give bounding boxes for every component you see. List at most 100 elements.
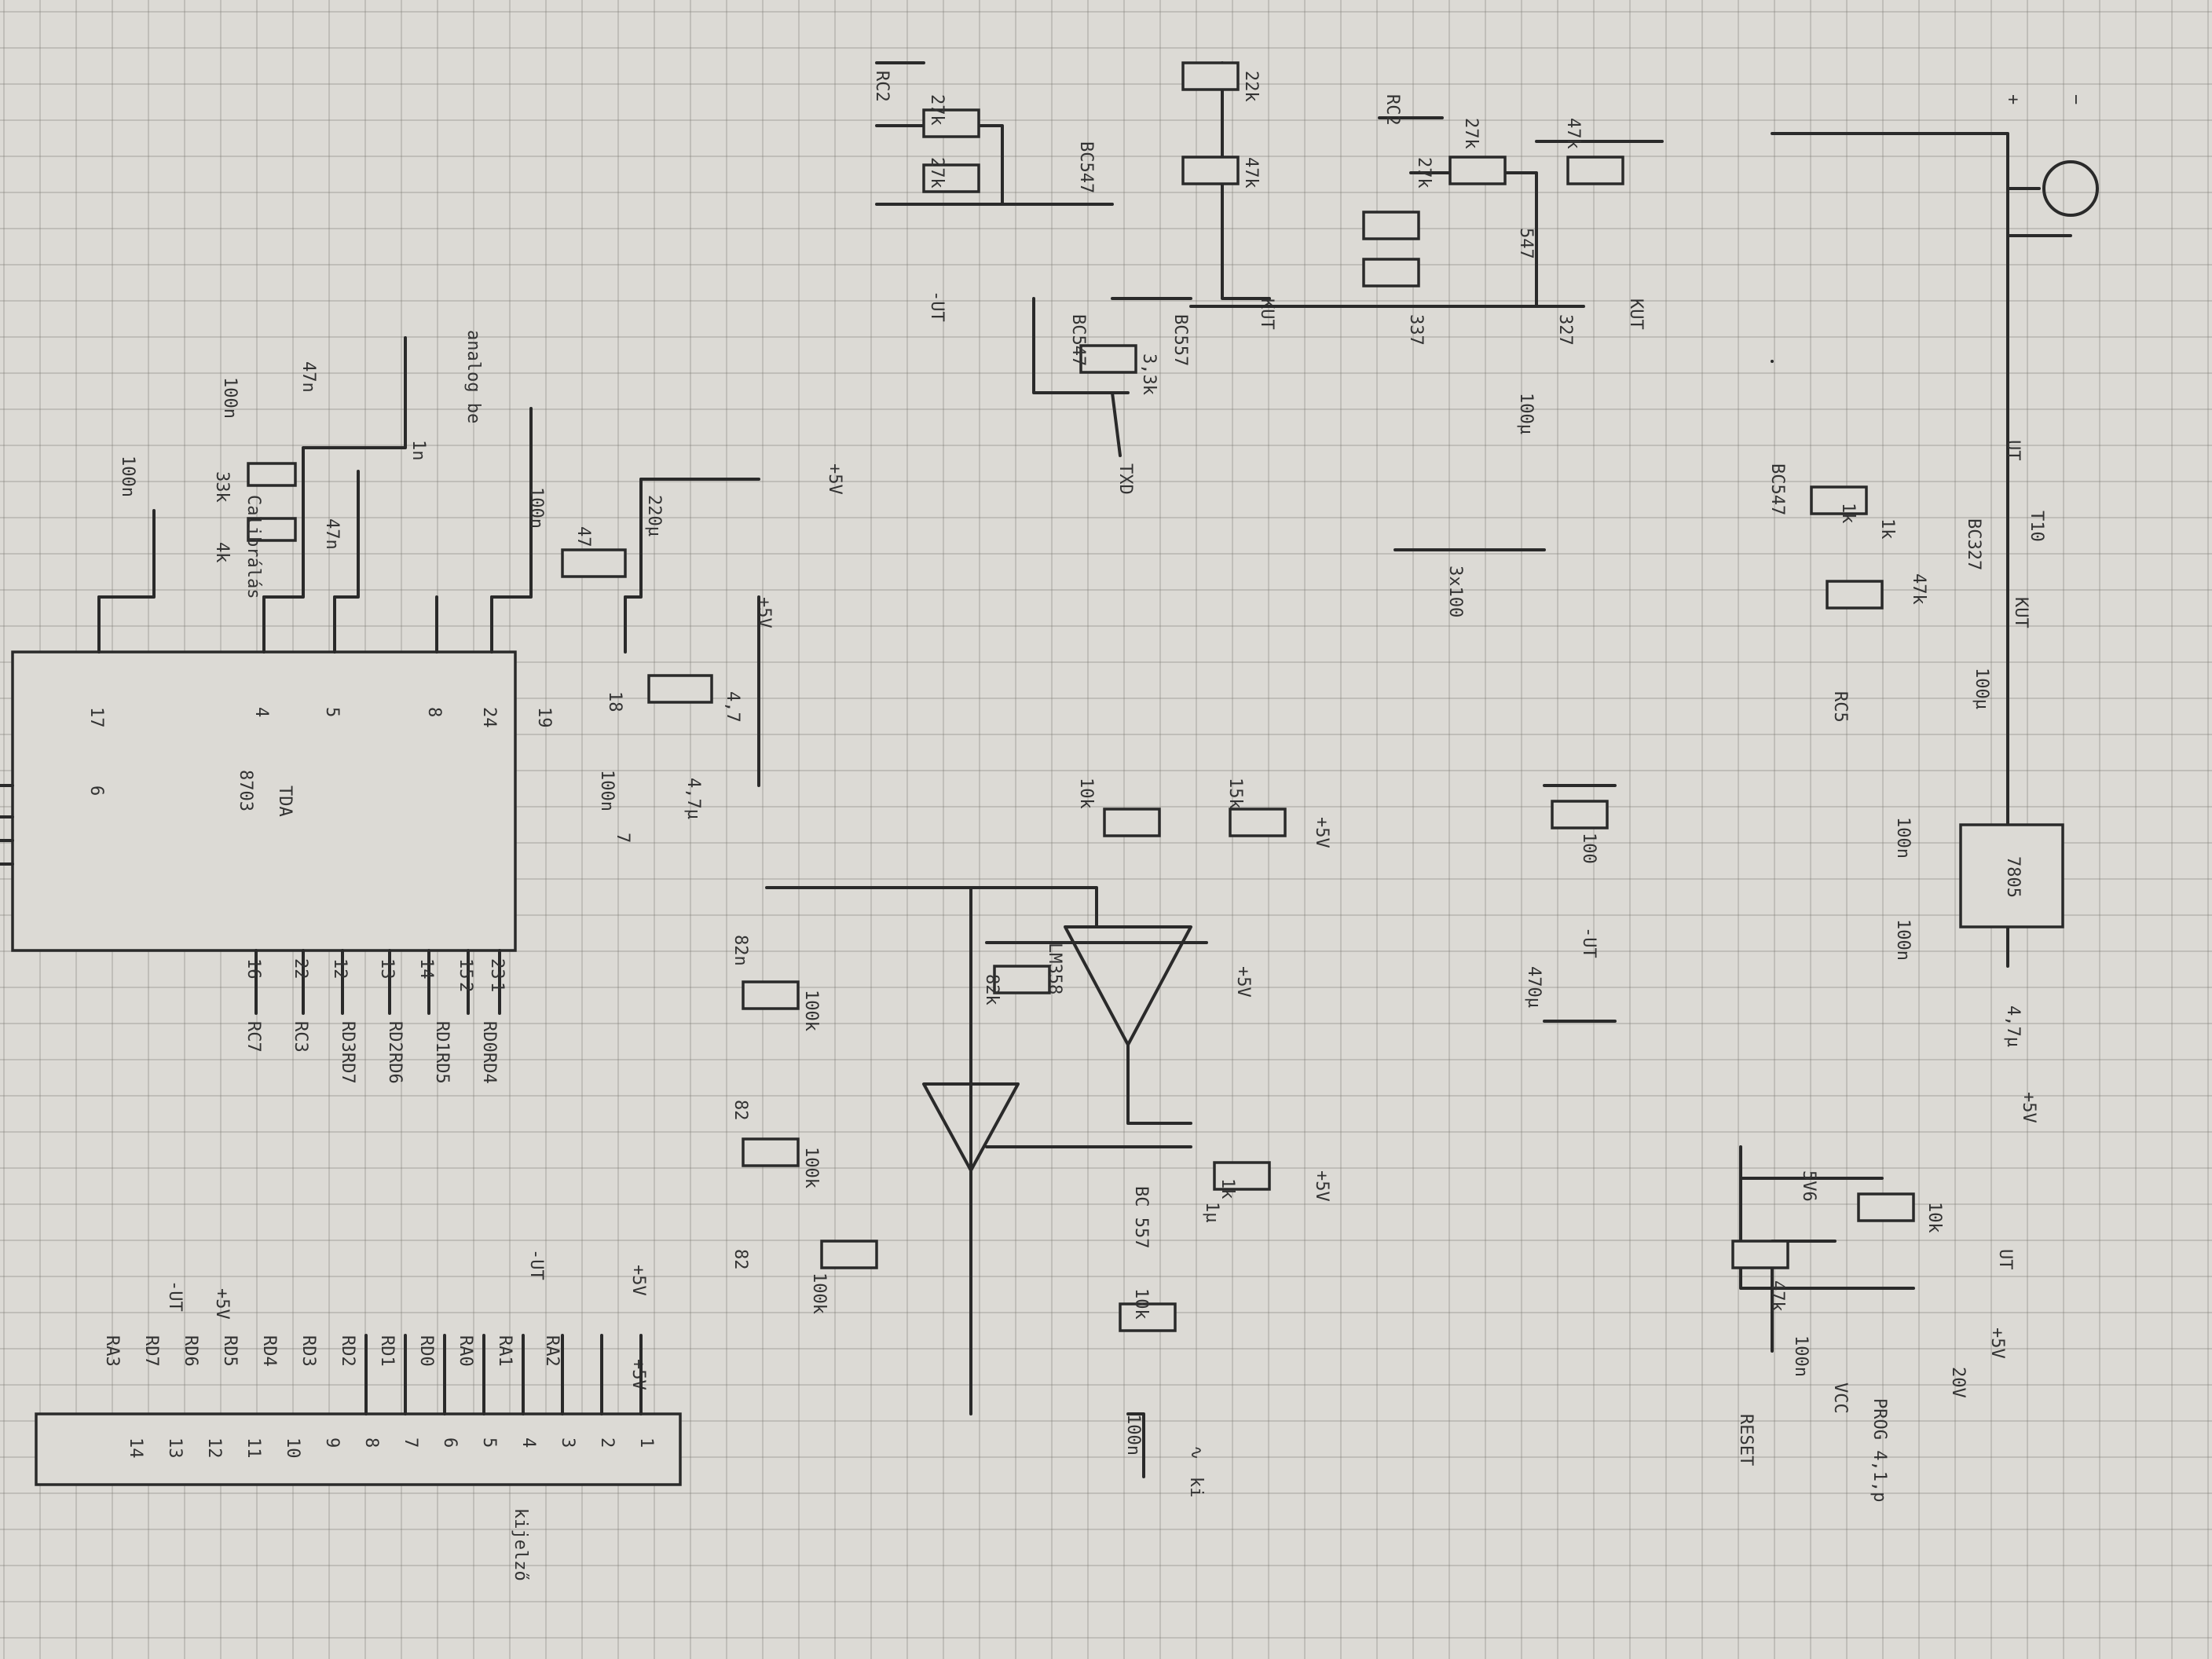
dl-rc2: RC2 <box>872 71 892 102</box>
r-33k <box>247 462 297 487</box>
io-rd7: RD7 <box>338 1053 357 1084</box>
rs-10k: 10k <box>1925 1202 1944 1233</box>
r-4-7 <box>647 674 713 704</box>
disp-pin-8: 8 <box>361 1437 381 1448</box>
r-27k-a <box>922 108 980 138</box>
dl-neg-ut: -UT <box>927 291 947 322</box>
disp-sig-rd2: RD2 <box>338 1335 357 1367</box>
dr-100: 100 <box>1579 833 1599 864</box>
disp-5v-c: +5V <box>212 1288 232 1320</box>
disp-pin-3: 3 <box>558 1437 577 1448</box>
main-ic-name-1: TDA <box>275 786 295 817</box>
disp-pin-5: 5 <box>479 1437 499 1448</box>
v-100n-d: 100n <box>597 770 617 811</box>
io-rc3: RC3 <box>291 1021 310 1053</box>
cmp-100k-a: 100k <box>801 990 821 1031</box>
ic-support-group: 100n 33k 4k Calibrálás 47n 100n 47n 1n a… <box>97 330 844 819</box>
pw-plus: + <box>2003 94 2023 104</box>
v-4k: 4k <box>212 542 232 563</box>
dr-27k-b: 27k <box>1414 157 1434 189</box>
v-analog: analog be <box>463 330 483 423</box>
display-connector <box>35 1412 682 1486</box>
comparator-group: 10k 15k +5V 82n 82k LM358 100k 100k 100k… <box>731 778 1331 1498</box>
r-47 <box>561 548 627 578</box>
io-rd2: RD2 <box>385 1021 405 1053</box>
dr-547: 547 <box>1516 228 1536 259</box>
pw-minus: − <box>2066 94 2086 104</box>
rs-r-10k <box>1857 1192 1915 1222</box>
pin-8: 8 <box>424 707 444 717</box>
main-ic-name-2: 8703 <box>236 770 255 811</box>
cmp-ac: ∿ <box>1186 1445 1206 1459</box>
disp-sig-rd1: RD1 <box>377 1335 397 1367</box>
pw-100n-b: 100n <box>1893 919 1913 961</box>
pw-100n-a: 100n <box>1893 817 1913 859</box>
io-rc7: RC7 <box>244 1021 263 1053</box>
cmp-bc557: BC 557 <box>1131 1186 1151 1248</box>
v-5v-b: +5V <box>754 597 774 628</box>
io-rd4: RD4 <box>479 1053 499 1084</box>
r-47k <box>1181 156 1240 185</box>
disp-5v-b: +5V <box>628 1359 648 1390</box>
dr-r-27k <box>1362 211 1420 240</box>
rs-zener: 20V <box>1948 1367 1968 1398</box>
rs-vcc: VCC <box>1830 1382 1850 1414</box>
cmp-r-10k-b <box>1119 1302 1177 1332</box>
cmp-r-100k-c <box>820 1240 878 1269</box>
cmp-r-10k <box>1103 808 1161 837</box>
cmp-r-1k <box>1213 1161 1271 1191</box>
cmp-100k-b: 100k <box>801 1147 821 1188</box>
rs-100n: 100n <box>1791 1335 1811 1377</box>
v-4u7: 4,7µ <box>683 778 703 819</box>
cmp-1k: 1k <box>1218 1178 1237 1199</box>
dr-337: 337 <box>1406 314 1426 346</box>
rs-5v6: 5V6 <box>1799 1170 1818 1202</box>
pw-1k: 1k <box>1877 518 1897 540</box>
c-100n: 100n <box>118 456 137 497</box>
pin-24: 24 <box>479 707 499 728</box>
disp-sig-rd6: RD6 <box>181 1335 200 1367</box>
pot-4k <box>247 517 297 542</box>
disp-pin-12: 12 <box>204 1437 224 1459</box>
rs-ut: UT <box>1995 1249 2015 1270</box>
cmp-r-15k <box>1229 808 1287 837</box>
pw-ut: UT <box>2003 440 2023 461</box>
disp-pin-13: 13 <box>165 1437 185 1459</box>
disp-5v-a: +5V <box>628 1265 648 1296</box>
display-title: kijelző <box>511 1508 530 1581</box>
rs-prog: PROG 4,1,p <box>1870 1398 1889 1502</box>
cmp-82n: 82n <box>731 935 750 966</box>
disp-sig-rd0: RD0 <box>416 1335 436 1367</box>
pw-bc327: BC327 <box>1964 518 1983 570</box>
io-rd3: RD3 <box>338 1021 357 1053</box>
cmp-r-82k <box>993 965 1051 994</box>
pin-b-1: 1 <box>487 982 507 992</box>
pw-100u: 100µ <box>1972 668 1991 709</box>
cmp-100n: 100n <box>1123 1414 1143 1456</box>
cmp-r-100k-a <box>742 980 800 1010</box>
driver-left-group: RC2 27k 27k BC547 BC547 BC557 22k 47k 3,… <box>872 61 1276 495</box>
rs-47k: 47k <box>1767 1280 1787 1312</box>
pin-b-15: 15 <box>456 958 475 980</box>
v-cal: Calibrálás <box>244 495 263 599</box>
pin-b-22: 22 <box>291 958 310 980</box>
pw-rc5: RC5 <box>1830 691 1850 723</box>
pin-b-16: 16 <box>244 958 263 980</box>
disp-pin-4: 4 <box>518 1437 538 1448</box>
disp-sig-ra0: RA0 <box>456 1335 475 1367</box>
extra-labels: 6 3 6 10 20 16 22 12 13 14 15 23 1 2 <box>86 786 507 992</box>
r-22k <box>1181 61 1240 91</box>
disp-sig-ra3: RA3 <box>102 1335 122 1367</box>
cmp-r-100k-b <box>742 1137 800 1167</box>
pin-6: 6 <box>86 786 106 796</box>
dr-rc2: RC2 <box>1382 94 1402 126</box>
reset-group: 5V6 10k 47k 100n RESET VCC PROG 4,1,p UT… <box>1731 1145 2015 1502</box>
main-ic-body <box>11 650 517 952</box>
cmp-82k: 82k <box>982 974 1002 1005</box>
pw-r-1k <box>1810 485 1868 515</box>
v-47n: 47n <box>298 361 318 393</box>
disp-sig-rd7: RD7 <box>141 1335 161 1367</box>
main-ic-group: TDA 8703 17 4 5 8 24 19 7 18 <box>0 595 632 1015</box>
disp-sig-rd3: RD3 <box>298 1335 318 1367</box>
